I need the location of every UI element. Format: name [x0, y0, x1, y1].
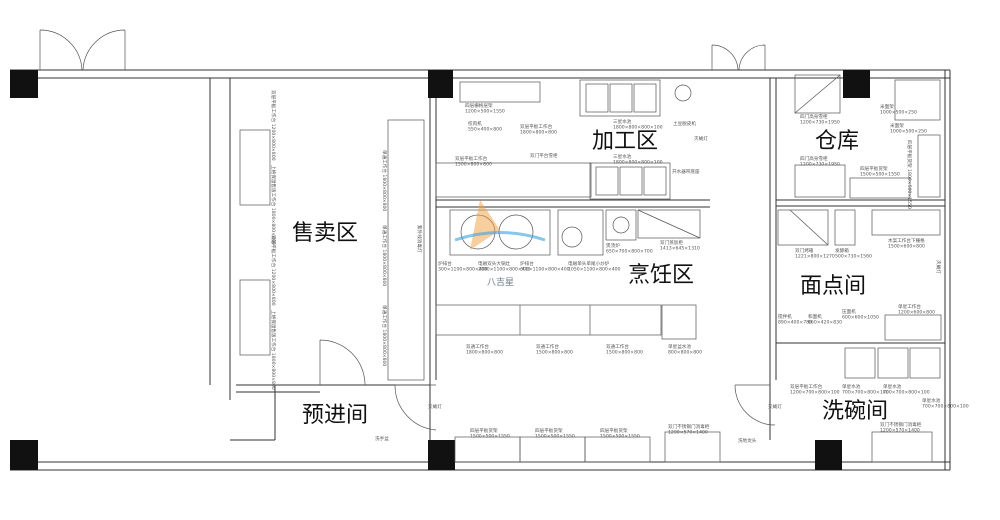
equipment-label: 灭蝇灯: [694, 135, 708, 142]
zone-dishwashing: 洗碗间: [822, 399, 888, 424]
equipment-label-vertical: 单通工作台 1800×800×800: [381, 305, 388, 366]
equipment-label-vertical: 紫外线消毒灯: [416, 225, 423, 253]
equipment-label: 灭蝇灯: [768, 403, 782, 410]
logo-star-icon: [470, 200, 500, 250]
structural-pillars: [10, 70, 870, 470]
equipment-label-vertical: 四层平板货架 1800×500×1550: [906, 140, 913, 209]
equipment-label-vertical: 上格保温售饭工作台 1800×800×800: [270, 310, 277, 390]
equipment-label-vertical: 双层平板工作台 1200×800×800: [270, 90, 277, 161]
zone-entry: 预进间: [302, 403, 368, 428]
equipment-label-vertical: 单通工作台 1800×800×800: [381, 225, 388, 286]
logo-watermark: 八吉星: [454, 200, 546, 288]
equipment-label-vertical: 灭蝇灯: [935, 260, 942, 274]
zone-storage: 仓库: [815, 129, 859, 154]
equipment-label-vertical: 单通工作台 1800×800×800: [381, 150, 388, 211]
equipment-outlines: [239, 74, 942, 463]
equipment-label-vertical: 上格保温售饭工作台 1800×800×800: [270, 165, 277, 245]
equipment-label: 土豆脱皮机: [673, 120, 696, 127]
equipment-label: 洗手盆: [375, 435, 389, 442]
zone-labels: 售卖区 加工区 烹饪区 仓库 面点间 预进间 洗碗间: [292, 129, 888, 428]
equipment-label: 洗地龙头: [738, 437, 757, 444]
equipment-label: 灭蝇灯: [428, 403, 442, 410]
zone-processing: 加工区: [592, 129, 658, 154]
zone-pastry: 面点间: [800, 274, 866, 299]
logo-text: 八吉星: [487, 277, 514, 288]
zone-sales: 售卖区: [292, 221, 358, 246]
equipment-label: 开水器带底座: [672, 168, 700, 175]
walls: [10, 69, 951, 471]
doors: [39, 29, 776, 431]
zone-cooking: 烹饪区: [628, 263, 694, 288]
equipment-label: 双门平台雪柜: [530, 152, 558, 159]
equipment-label-vertical: 双层平板工作台 1200×800×800: [270, 235, 277, 306]
